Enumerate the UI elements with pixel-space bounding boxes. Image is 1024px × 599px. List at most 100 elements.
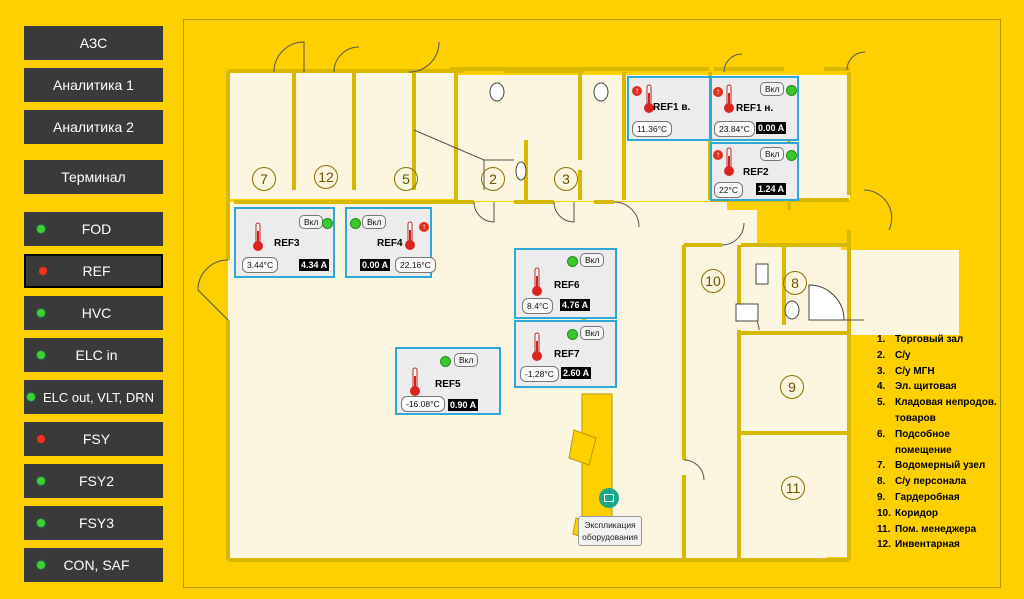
system-con-saf-button[interactable]: CON, SAF — [24, 548, 163, 582]
status-ok-indicator — [567, 256, 578, 267]
system-ref-button[interactable]: REF — [24, 254, 163, 288]
device-name: REF7 — [554, 349, 580, 360]
room-number: 11 — [781, 476, 805, 500]
power-toggle-button[interactable]: Вкл — [454, 353, 479, 367]
device-card-ref3[interactable]: Вкл REF3 3.44°C 4.34 A — [234, 207, 335, 278]
nav-azs-button[interactable]: АЗС — [24, 26, 163, 60]
device-name: REF5 — [435, 379, 461, 390]
device-card-ref7[interactable]: Вкл REF7 -1.28°C 2.60 A — [514, 320, 617, 388]
status-dot — [37, 519, 45, 527]
current-value: 1.24 A — [756, 183, 787, 195]
system-elc-out-button[interactable]: ELC out, VLT, DRN — [24, 380, 163, 414]
room-number: 9 — [780, 375, 804, 399]
device-name: REF2 — [743, 167, 769, 178]
temperature-value: 3.44°C — [242, 257, 279, 273]
thermometer-icon — [253, 222, 263, 251]
current-value: 4.34 A — [299, 259, 330, 271]
device-name: REF6 — [554, 280, 580, 291]
alarm-icon: ↑ — [713, 87, 723, 97]
system-fsy3-button[interactable]: FSY3 — [24, 506, 163, 540]
status-dot — [27, 393, 35, 401]
system-fsy-button[interactable]: FSY — [24, 422, 163, 456]
legend-item: 11.Пом. менеджера — [877, 523, 977, 535]
device-card-ref1-v[interactable]: ↑ REF1 в. 11.36°C — [627, 76, 711, 141]
legend-item: 3.С/у МГН — [877, 365, 935, 377]
legend-item: товаров — [895, 412, 936, 424]
power-toggle-button[interactable]: Вкл — [580, 326, 605, 340]
status-dot — [37, 225, 45, 233]
thermometer-icon — [724, 147, 734, 176]
legend-item: 8.С/у персонала — [877, 476, 967, 488]
status-dot — [37, 309, 45, 317]
temperature-value: 11.36°C — [632, 121, 673, 137]
room-number: 12 — [314, 165, 338, 189]
room-number: 3 — [554, 167, 578, 191]
thermometer-icon — [410, 367, 420, 396]
current-value: 0.00 A — [756, 122, 787, 134]
system-hvc-button[interactable]: HVC — [24, 296, 163, 330]
device-name: REF1 н. — [736, 103, 774, 114]
thermometer-icon — [724, 84, 734, 113]
legend-item: 1.Торговый зал — [877, 334, 964, 345]
power-toggle-button[interactable]: Вкл — [760, 82, 785, 96]
device-name: REF3 — [274, 238, 300, 249]
current-value: 2.60 A — [561, 367, 592, 379]
floor-plan: 7 12 5 2 3 10 8 9 11 ↑ REF1 в. 11.36°C ↑… — [183, 19, 1001, 588]
legend-item: 4.Эл. щитовая — [877, 381, 957, 393]
alarm-icon: ↑ — [419, 222, 429, 232]
device-card-ref5[interactable]: Вкл REF5 -16.08°C 0.90 A — [395, 347, 501, 415]
system-fsy2-button[interactable]: FSY2 — [24, 464, 163, 498]
status-ok-indicator — [322, 218, 333, 229]
legend-item: помещение — [895, 444, 952, 456]
status-dot — [37, 561, 45, 569]
temperature-value: 8.4°C — [522, 298, 554, 314]
status-ok-indicator — [350, 218, 361, 229]
power-toggle-button[interactable]: Вкл — [362, 215, 387, 229]
device-name: REF1 в. — [653, 102, 691, 113]
room-number: 10 — [701, 269, 725, 293]
temperature-value: -1.28°C — [520, 366, 559, 382]
legend-item: 6.Подсобное — [877, 428, 950, 440]
legend-item: 10.Коридор — [877, 507, 939, 519]
explication-tooltip: Экспликация оборудования — [578, 516, 642, 546]
room-number: 8 — [783, 271, 807, 295]
device-card-ref4[interactable]: Вкл ↑ REF4 0.00 A 22.16°C — [345, 207, 436, 278]
system-elc-in-button[interactable]: ELC in — [24, 338, 163, 372]
status-dot — [37, 477, 45, 485]
device-card-ref6[interactable]: Вкл REF6 8.4°C 4.76 A — [514, 248, 617, 319]
legend-item: 9.Гардеробная — [877, 491, 960, 503]
thermometer-icon — [644, 84, 654, 113]
power-toggle-button[interactable]: Вкл — [299, 215, 324, 229]
nav-analytics2-button[interactable]: Аналитика 2 — [24, 110, 163, 144]
device-card-ref2[interactable]: ↑ Вкл REF2 22°C 1.24 A — [710, 142, 799, 201]
current-value: 0.90 A — [448, 399, 479, 411]
legend-item: 12.Инвентарная — [877, 539, 960, 551]
device-card-ref1-n[interactable]: ↑ Вкл REF1 н. 23.84°C 0.00 A — [710, 76, 799, 141]
room-number: 2 — [481, 167, 505, 191]
nav-analytics1-button[interactable]: Аналитика 1 — [24, 68, 163, 102]
thermometer-icon — [405, 221, 415, 250]
legend-item: 5.Кладовая непродов. — [877, 397, 997, 409]
status-ok-indicator — [567, 329, 578, 340]
current-value: 0.00 A — [360, 259, 391, 271]
thermometer-icon — [532, 267, 542, 296]
legend-item: 2.С/у — [877, 349, 911, 361]
device-name: REF4 — [377, 238, 403, 249]
current-value: 4.76 A — [560, 299, 591, 311]
legend-item: 7.Водомерный узел — [877, 460, 986, 472]
alarm-icon: ↑ — [632, 86, 642, 96]
nav-terminal-button[interactable]: Терминал — [24, 160, 163, 194]
temperature-value: 23.84°C — [714, 121, 755, 137]
explication-button[interactable] — [599, 488, 619, 508]
temperature-value: 22°C — [714, 182, 743, 198]
power-toggle-button[interactable]: Вкл — [580, 253, 605, 267]
system-fod-button[interactable]: FOD — [24, 212, 163, 246]
status-ok-indicator — [786, 150, 797, 161]
room-legend: 1.Торговый зал 2.С/у 3.С/у МГН 4.Эл. щит… — [877, 332, 997, 553]
alarm-icon: ↑ — [713, 150, 723, 160]
status-dot — [37, 435, 45, 443]
room-number: 7 — [252, 167, 276, 191]
status-ok-indicator — [786, 85, 797, 96]
power-toggle-button[interactable]: Вкл — [760, 147, 785, 161]
status-dot — [39, 267, 47, 275]
